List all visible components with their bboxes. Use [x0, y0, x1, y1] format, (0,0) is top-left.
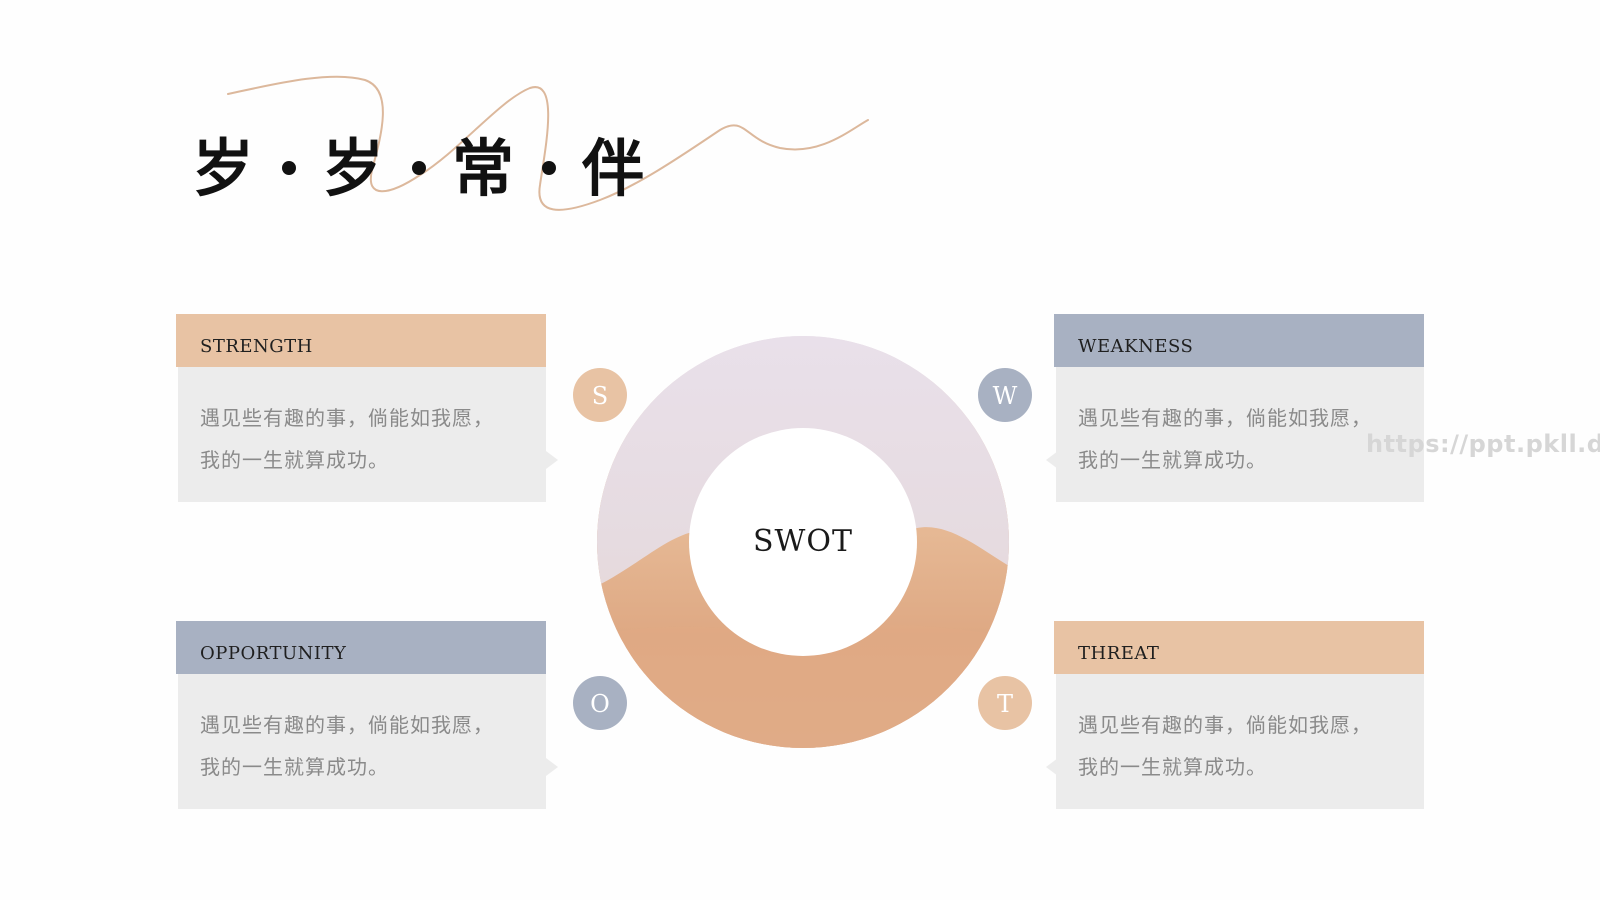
title-char-3: 常 — [452, 132, 517, 205]
weakness-card-body: 遇见些有趣的事，倘能如我愿，我的一生就算成功。 — [1046, 367, 1424, 502]
strength-card-text: 遇见些有趣的事，倘能如我愿，我的一生就算成功。 — [200, 406, 494, 472]
threat-card-text: 遇见些有趣的事，倘能如我愿，我的一生就算成功。 — [1078, 713, 1372, 779]
strength-badge: S — [573, 368, 627, 422]
title-dot-3 — [542, 161, 557, 175]
weakness-card: WEAKNESS 遇见些有趣的事，倘能如我愿，我的一生就算成功。 — [1046, 314, 1424, 506]
strength-card-title: STRENGTH — [200, 336, 313, 357]
strength-card-pointer — [546, 451, 558, 469]
threat-badge: T — [978, 676, 1032, 730]
weakness-badge: W — [978, 368, 1032, 422]
opportunity-card-text: 遇见些有趣的事，倘能如我愿，我的一生就算成功。 — [200, 713, 494, 779]
strength-card-header: STRENGTH — [176, 314, 546, 367]
strength-card-body: 遇见些有趣的事，倘能如我愿，我的一生就算成功。 — [178, 367, 558, 502]
threat-card-body: 遇见些有趣的事，倘能如我愿，我的一生就算成功。 — [1046, 674, 1424, 809]
title-dot-1 — [282, 161, 297, 175]
strength-card: STRENGTH 遇见些有趣的事，倘能如我愿，我的一生就算成功。 — [176, 314, 558, 506]
opportunity-card: OPPORTUNITY 遇见些有趣的事，倘能如我愿，我的一生就算成功。 — [176, 621, 558, 813]
swot-ring-center — [689, 428, 917, 656]
page-title: 岁岁常伴 — [192, 118, 646, 208]
title-dot-2 — [412, 161, 427, 175]
weakness-card-title: WEAKNESS — [1078, 336, 1194, 357]
threat-card: THREAT 遇见些有趣的事，倘能如我愿，我的一生就算成功。 — [1046, 621, 1424, 813]
watermark-text: https://ppt.pkll.de — [1366, 430, 1600, 458]
opportunity-card-title: OPPORTUNITY — [200, 643, 347, 664]
title-char-2: 岁 — [322, 132, 387, 205]
weakness-card-header: WEAKNESS — [1054, 314, 1424, 367]
swot-center-label: SWOT — [753, 524, 853, 559]
opportunity-card-pointer — [546, 758, 558, 776]
threat-card-header: THREAT — [1054, 621, 1424, 674]
weakness-card-pointer — [1046, 451, 1058, 469]
title-char-4: 伴 — [582, 132, 647, 205]
opportunity-card-header: OPPORTUNITY — [176, 621, 546, 674]
opportunity-card-body: 遇见些有趣的事，倘能如我愿，我的一生就算成功。 — [178, 674, 558, 809]
opportunity-badge: O — [573, 676, 627, 730]
threat-card-title: THREAT — [1078, 643, 1160, 664]
title-char-1: 岁 — [192, 132, 257, 205]
threat-card-pointer — [1046, 758, 1058, 776]
weakness-card-text: 遇见些有趣的事，倘能如我愿，我的一生就算成功。 — [1078, 406, 1372, 472]
